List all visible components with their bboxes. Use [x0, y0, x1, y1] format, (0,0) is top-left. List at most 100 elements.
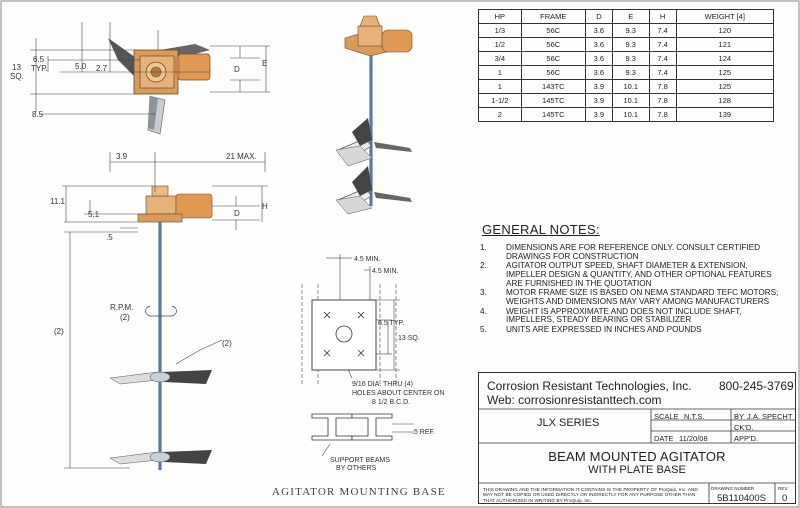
side-impeller1-hub: [149, 371, 171, 383]
notes-title: GENERAL NOTES:: [482, 222, 600, 237]
beams-note-1: SUPPORT BEAMS: [330, 457, 390, 464]
shaft-length-note: (2): [54, 327, 64, 336]
table-cell: 7.4: [648, 37, 677, 52]
iso-impeller2-blade-back: [352, 166, 372, 196]
table-cell: 7.8: [648, 93, 677, 108]
dim-21-max: 21 MAX.: [226, 152, 257, 161]
spec-table-header-row: HP FRAME D E H WEIGHT [4]: [478, 9, 775, 24]
revision-label: REV.: [778, 486, 789, 491]
table-cell: 145TC: [520, 107, 586, 122]
title-block-grid: [479, 408, 795, 503]
iso-impeller2-blade-front: [335, 195, 373, 215]
table-cell: 3.6: [584, 51, 613, 66]
table-cell: 2: [478, 107, 522, 122]
beams-note-2: BY OTHERS: [336, 465, 377, 472]
iso-impeller1-blade-front: [335, 145, 373, 167]
table-cell: 125: [675, 65, 775, 80]
dim-8-5: 8.5: [32, 110, 44, 119]
table-cell: 7.8: [648, 107, 677, 122]
note-item: 5.Units are expressed in inches and poun…: [480, 325, 790, 335]
base-plate: [311, 299, 377, 371]
table-cell: 1/2: [478, 37, 522, 52]
table-cell: 1: [478, 65, 522, 80]
note-item: 1.Dimensions are for reference only. Con…: [480, 243, 790, 261]
series-name: JLX SERIES: [537, 417, 600, 429]
date-value: 11/20/08: [679, 434, 708, 443]
notes-list: 1.Dimensions are for reference only. Con…: [480, 243, 790, 336]
iso-impeller1-blade-right: [374, 142, 412, 152]
holes-note-2: HOLES ABOUT CENTER ON: [352, 390, 444, 397]
table-cell: 1/3: [478, 23, 522, 38]
table-cell: 56C: [520, 23, 586, 38]
rpm-arrow: [145, 305, 177, 317]
table-cell: 3.9: [584, 107, 613, 122]
iso-motor: [381, 29, 413, 53]
note-text: Weight is approximate and does not inclu…: [506, 306, 742, 325]
table-cell: 9.3: [611, 65, 650, 80]
side-plate: [137, 213, 183, 223]
dim-0-5: .5: [106, 233, 113, 242]
iso-gearbox-top: [359, 15, 381, 27]
top-view: 6.5 TYP. 13 SQ. 5.0 2.7 8.5 D E: [10, 22, 270, 135]
isometric-view: [335, 15, 413, 215]
table-cell: 3/4: [478, 51, 522, 66]
table-cell: 10.1: [611, 107, 650, 122]
table-cell: 7.8: [648, 79, 677, 94]
disclaimer: THIS DRAWING AND THE INFORMATION IT CONT…: [483, 487, 698, 503]
appd-label: APP'D.: [734, 434, 758, 443]
col-d: D: [584, 9, 613, 24]
note-item: 3.Motor frame size is based on NEMA stan…: [480, 289, 790, 306]
col-e: E: [611, 9, 650, 24]
iso-impeller2-blade-right: [374, 192, 412, 202]
top-motor: [177, 53, 211, 81]
side-impeller2-hub: [149, 451, 171, 463]
website-line: Web: corrosionresistanttech.com: [487, 393, 662, 407]
scale-label: SCALE: [654, 412, 679, 421]
iso-impeller1-blade-back: [352, 118, 372, 146]
side-view: 3.9 21 MAX. 11.1 5.1 .5 D H R.P.M. (2) (…: [50, 152, 268, 470]
table-cell: 3.6: [584, 23, 613, 38]
base-center-hole: [335, 325, 353, 343]
website-link[interactable]: corrosionresistanttech.com: [518, 393, 662, 407]
table-cell: 56C: [520, 65, 586, 80]
table-cell: 7.4: [648, 23, 677, 38]
side-gearbox-top: [151, 185, 169, 197]
table-cell: 121: [675, 37, 775, 52]
table-cell: 143TC: [520, 79, 586, 94]
dim-0-5-ref: .5 REF.: [412, 429, 435, 436]
dim-6-5: 6.5: [33, 55, 45, 64]
col-weight: WEIGHT [4]: [675, 9, 775, 24]
rpm-note: (2): [120, 313, 130, 322]
table-cell: 3.9: [584, 79, 613, 94]
dim-3-9: 3.9: [116, 152, 128, 161]
top-blade-bottom-shade: [148, 96, 158, 130]
note-item: 4.Weight is approximate and does not inc…: [480, 306, 790, 325]
note-number: 1.: [480, 243, 487, 252]
table-cell: 56C: [520, 37, 586, 52]
note-number: 3.: [480, 288, 487, 298]
by-value: J.A. SPECHT: [747, 412, 793, 421]
title-block: Corrosion Resistant Technologies, Inc. W…: [478, 372, 796, 504]
table-cell: 9.3: [611, 37, 650, 52]
holes-note-3: 8 1/2 B.C.D.: [372, 399, 410, 406]
top-motor-flange: [174, 58, 180, 76]
table-cell: 128: [675, 93, 775, 108]
date-label: DATE: [654, 434, 674, 443]
dim-4-5-min-1: 4.5 MIN.: [354, 256, 381, 263]
impeller-note: (2): [222, 339, 232, 348]
support-beams: [311, 413, 393, 441]
side-gearbox: [145, 195, 177, 215]
col-frame: FRAME: [520, 9, 586, 24]
table-cell: 9.3: [611, 23, 650, 38]
table-cell: 7.4: [648, 65, 677, 80]
table-cell: 56C: [520, 51, 586, 66]
note-item: 2.Agitator output speed, shaft diameter …: [480, 262, 790, 288]
